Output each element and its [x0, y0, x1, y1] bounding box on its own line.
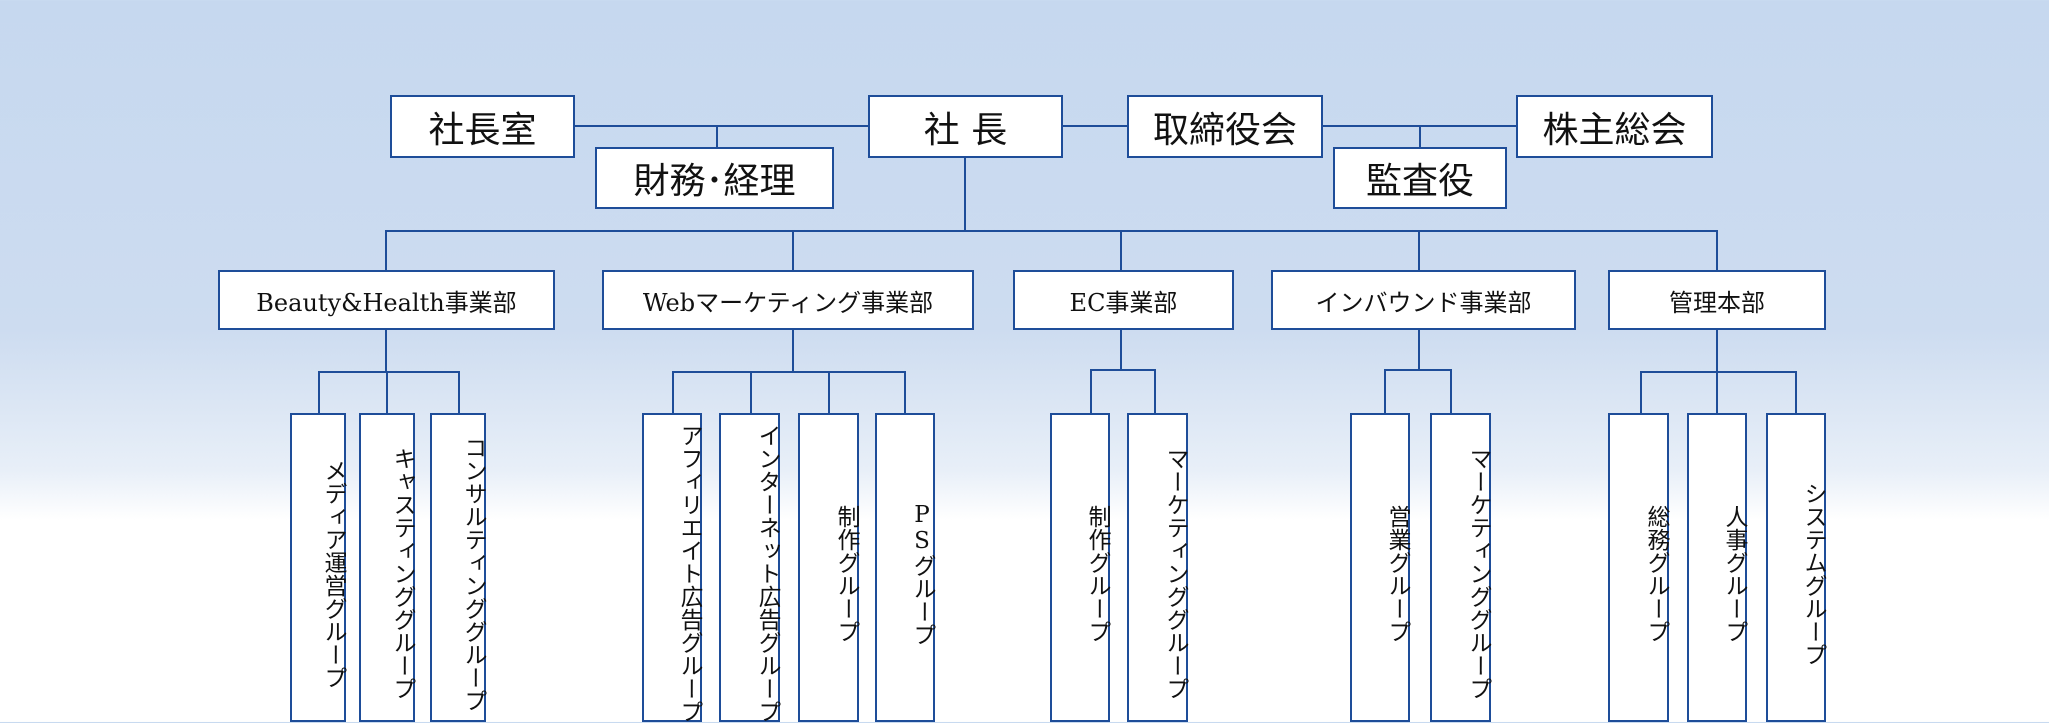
- presidents-office-box: 社長室: [390, 95, 575, 158]
- connector: [1716, 329, 1718, 371]
- connector: [1090, 369, 1092, 413]
- connector: [1418, 230, 1420, 272]
- connector: [1120, 230, 1122, 272]
- group-box-production: 制作グループ: [798, 413, 859, 722]
- shareholders-box: 株主総会: [1516, 95, 1713, 158]
- group-box-ec-production: 制作グループ: [1050, 413, 1110, 722]
- connector: [904, 371, 906, 413]
- connector: [318, 371, 460, 373]
- group-box-system: システムグループ: [1766, 413, 1826, 722]
- connector: [1640, 371, 1642, 413]
- group-box-sales: 営業グループ: [1350, 413, 1410, 722]
- connector: [385, 230, 1718, 232]
- connector: [1419, 125, 1421, 148]
- division-box-admin: 管理本部: [1608, 270, 1826, 330]
- connector: [828, 371, 830, 413]
- group-box-consulting: コンサルティンググループ: [430, 413, 486, 722]
- connector: [1120, 329, 1122, 370]
- connector: [1450, 369, 1452, 413]
- connector: [1716, 371, 1718, 413]
- group-box-inbound-marketing: マーケティンググループ: [1430, 413, 1491, 722]
- connector: [964, 157, 966, 231]
- connector: [318, 371, 320, 413]
- division-box-ec: EC事業部: [1013, 270, 1234, 330]
- connector: [1418, 329, 1420, 370]
- group-box-hr: 人事グループ: [1687, 413, 1747, 722]
- group-box-affiliate: アフィリエイト広告グループ: [642, 413, 702, 723]
- finance-box: 財務･経理: [595, 147, 834, 209]
- connector: [385, 230, 387, 272]
- connector: [1154, 369, 1156, 413]
- connector: [1716, 230, 1718, 272]
- connector: [792, 230, 794, 272]
- connector: [1384, 369, 1452, 371]
- connector: [672, 371, 906, 373]
- connector: [1795, 371, 1797, 413]
- division-box-web-marketing: Webマーケティング事業部: [602, 270, 974, 330]
- connector: [1384, 369, 1386, 413]
- connector: [1640, 371, 1797, 373]
- connector: [1061, 125, 1129, 127]
- group-box-ps: PSグループ: [875, 413, 935, 722]
- board-box: 取締役会: [1127, 95, 1323, 158]
- group-box-ec-marketing: マーケティンググループ: [1127, 413, 1188, 722]
- group-box-media: メディア運営グループ: [290, 413, 346, 722]
- connector: [458, 371, 460, 413]
- group-box-general-affairs: 総務グループ: [1608, 413, 1669, 722]
- connector: [792, 329, 794, 372]
- connector: [572, 125, 869, 127]
- division-box-beauty-health: Beauty&Health事業部: [218, 270, 555, 330]
- president-box: 社 長: [868, 95, 1063, 158]
- connector: [716, 125, 718, 148]
- connector: [672, 371, 674, 413]
- connector: [386, 371, 388, 413]
- connector: [1090, 369, 1156, 371]
- group-box-casting: キャスティンググループ: [359, 413, 415, 722]
- auditor-box: 監査役: [1333, 147, 1507, 209]
- group-box-internet-ad: インターネット広告グループ: [719, 413, 780, 723]
- connector: [750, 371, 752, 413]
- division-box-inbound: インバウンド事業部: [1271, 270, 1576, 330]
- connector: [385, 329, 387, 372]
